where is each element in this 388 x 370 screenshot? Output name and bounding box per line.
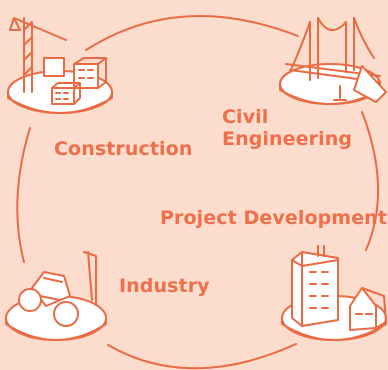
bridge-icon	[279, 17, 387, 105]
project-development-label: Project Development	[160, 207, 387, 229]
civil-engineering-label-line-2: Engineering	[222, 127, 353, 150]
cycle-arc-right	[361, 111, 380, 251]
cycle-arc-bottom	[107, 343, 297, 370]
cycle-arc-left	[16, 127, 31, 263]
cycle-arc-top	[85, 15, 299, 51]
construction-crane-icon	[7, 17, 113, 114]
civil-engineering-label-line-1: Civil	[222, 106, 269, 128]
industry-label: Industry	[119, 275, 210, 297]
civil-engineering-label: Civil Engineering	[222, 106, 353, 151]
buildings-icon	[281, 245, 387, 341]
road-roller-icon	[5, 251, 107, 341]
construction-label: Construction	[54, 138, 193, 160]
